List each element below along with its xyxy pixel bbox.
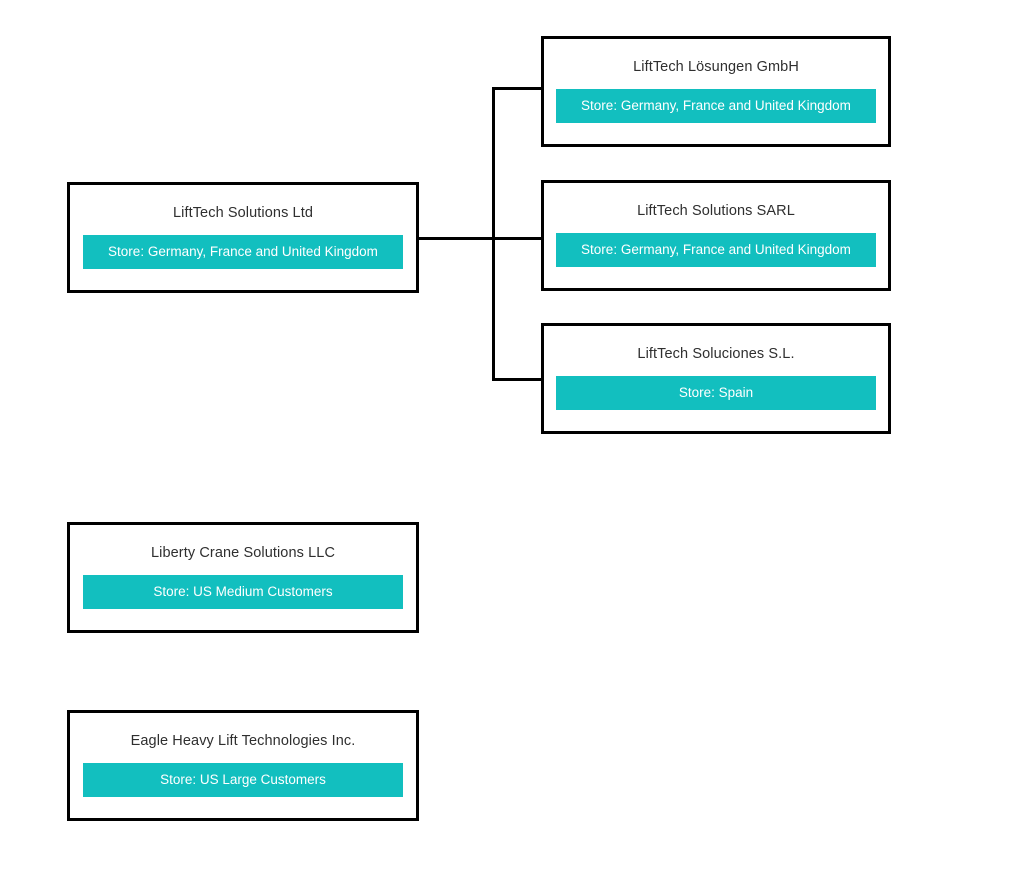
node-title: LiftTech Soluciones S.L. — [637, 346, 795, 362]
connector-trunk — [492, 87, 495, 381]
node-title: Eagle Heavy Lift Technologies Inc. — [130, 733, 356, 749]
node-store-badge[interactable]: Store: Germany, France and United Kingdo… — [83, 234, 403, 269]
node-lifttech-solutions-sarl[interactable]: LiftTech Solutions SARL Store: Germany, … — [541, 180, 891, 291]
node-eagle-heavy-lift-technologies-inc[interactable]: Eagle Heavy Lift Technologies Inc. Store… — [67, 710, 419, 821]
node-store-badge[interactable]: Store: US Medium Customers — [83, 574, 403, 609]
node-title: Liberty Crane Solutions LLC — [150, 545, 336, 561]
node-lifttech-losungen-gmbh[interactable]: LiftTech Lösungen GmbH Store: Germany, F… — [541, 36, 891, 147]
node-store-badge[interactable]: Store: Germany, France and United Kingdo… — [556, 88, 876, 123]
connector-branch-child-germany — [492, 87, 544, 90]
connector-parent-stub — [419, 237, 495, 240]
connector-branch-child-france — [492, 237, 544, 240]
node-liberty-crane-solutions-llc[interactable]: Liberty Crane Solutions LLC Store: US Me… — [67, 522, 419, 633]
node-lifttech-soluciones-sl[interactable]: LiftTech Soluciones S.L. Store: Spain — [541, 323, 891, 434]
node-title: LiftTech Solutions SARL — [637, 203, 795, 219]
node-lifttech-solutions-ltd[interactable]: LiftTech Solutions Ltd Store: Germany, F… — [67, 182, 419, 293]
node-store-badge[interactable]: Store: Germany, France and United Kingdo… — [556, 232, 876, 267]
node-store-badge[interactable]: Store: Spain — [556, 375, 876, 410]
node-store-badge[interactable]: Store: US Large Customers — [83, 762, 403, 797]
connector-branch-child-spain — [492, 378, 544, 381]
node-title: LiftTech Lösungen GmbH — [633, 59, 799, 75]
node-title: LiftTech Solutions Ltd — [172, 205, 314, 221]
